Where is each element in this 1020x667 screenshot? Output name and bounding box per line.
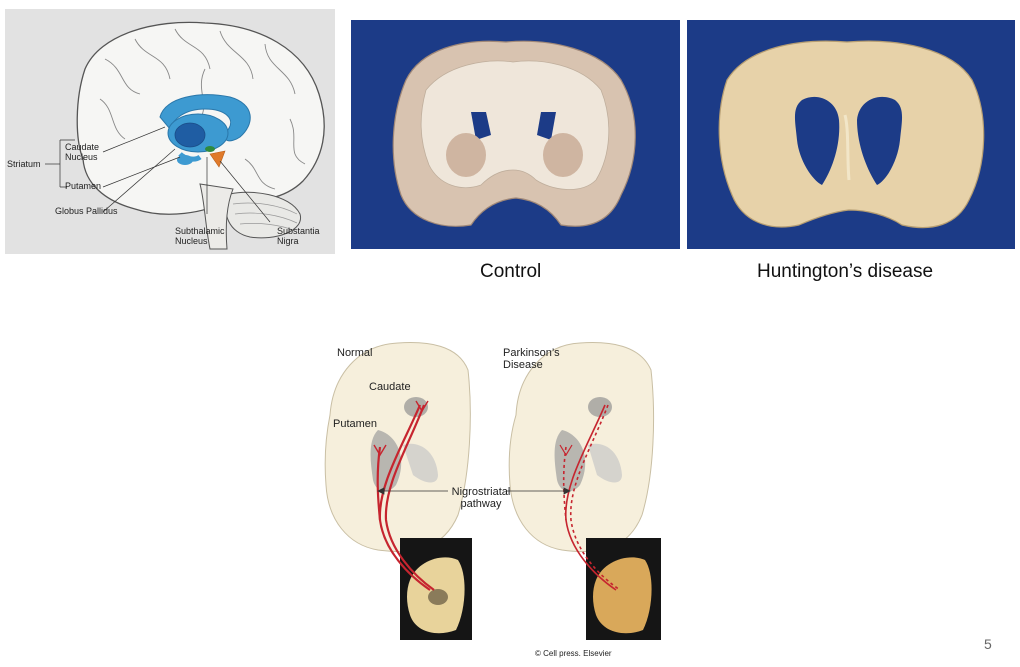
- label-subthalamic-nucleus: Subthalamic Nucleus: [175, 226, 225, 246]
- page-number: 5: [984, 636, 992, 652]
- normal-pathway: [373, 400, 435, 591]
- control-caption: Control: [480, 261, 542, 282]
- parkinsons-hemisphere: [508, 342, 655, 553]
- nigrostriatal-pathway-diagram: [324, 342, 661, 640]
- label-caudate-nucleus: Caudate Nucleus: [65, 142, 100, 162]
- label-globus-pallidus: Globus Pallidus: [55, 206, 118, 216]
- huntington-brain-photo: [687, 20, 1015, 249]
- nigrostriatal-pathway-label: Nigrostriatal pathway: [451, 486, 511, 510]
- caudate-label: Caudate: [369, 381, 411, 393]
- label-striatum: Striatum: [7, 159, 41, 169]
- normal-title: Normal: [337, 347, 373, 359]
- huntington-caption: Huntington’s disease: [757, 261, 934, 282]
- copyright-notice: © Cell press. Elsevier: [535, 649, 612, 658]
- brain-lateral-drawing: [45, 21, 325, 250]
- normal-substantia-nigra-photo: [400, 538, 472, 640]
- label-putamen: Putamen: [65, 181, 102, 191]
- parkinsons-substantia-nigra-photo: [586, 538, 661, 640]
- label-substantia-nigra: Substantia Nigra: [277, 226, 320, 246]
- parkinsons-title: Parkinson’s Disease: [503, 347, 560, 371]
- huntington-coronal-section: [718, 40, 985, 229]
- pathway-arrows: [377, 487, 571, 495]
- putamen-label: Putamen: [333, 418, 378, 430]
- normal-hemisphere: [324, 342, 471, 553]
- basal-ganglia-illustration: Striatum Caudate Nucleus Putamen Globus …: [5, 9, 335, 254]
- control-coronal-section: [392, 40, 636, 227]
- control-brain-photo: [351, 20, 680, 249]
- parkinsons-pathway: [559, 404, 621, 591]
